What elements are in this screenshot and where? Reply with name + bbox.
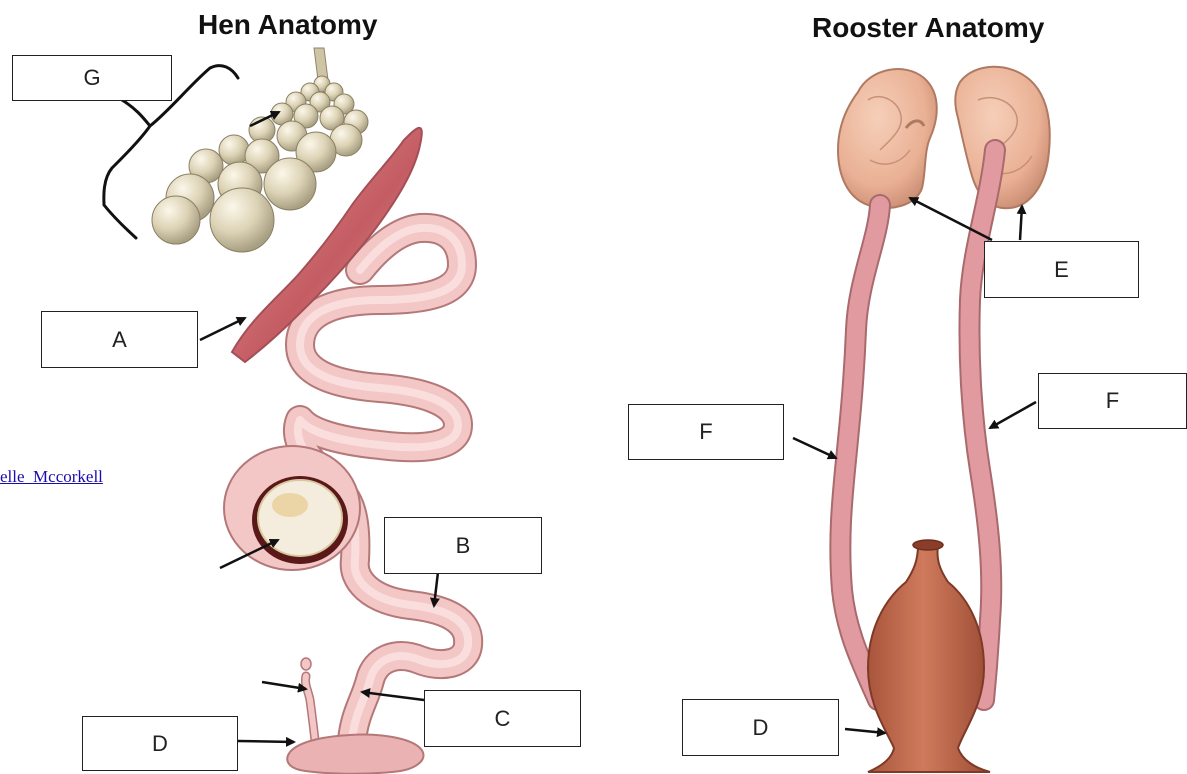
label-box-a: A — [41, 311, 198, 368]
label-box-g: G — [12, 55, 172, 101]
label-box-b: B — [384, 517, 542, 574]
label-box-e: E — [984, 241, 1139, 298]
rooster-cloaca — [868, 540, 990, 772]
label-box-f-left: F — [628, 404, 784, 460]
label-box-f-right: F — [1038, 373, 1187, 429]
label-box-c: C — [424, 690, 581, 747]
label-box-d-hen: D — [82, 716, 238, 771]
ovary-stalk — [314, 48, 328, 80]
truncated-link[interactable]: elle_Mccorkell — [0, 467, 103, 487]
hen-cloaca — [287, 735, 423, 774]
left-testis — [838, 69, 937, 208]
label-box-d-rooster: D — [682, 699, 839, 756]
ovary-yolk-cluster — [152, 76, 368, 252]
shell-gland-with-egg — [224, 446, 360, 570]
right-testis — [955, 67, 1049, 208]
